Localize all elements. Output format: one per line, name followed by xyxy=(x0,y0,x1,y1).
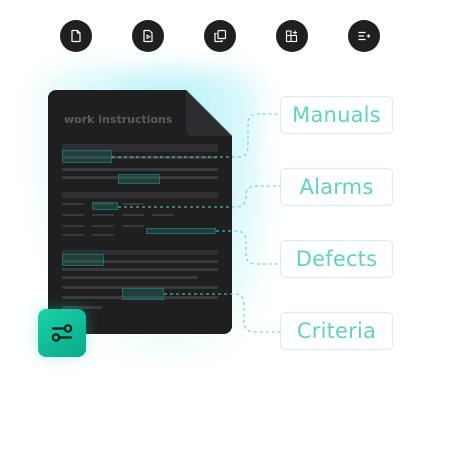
text-line xyxy=(92,234,114,236)
settings-badge[interactable] xyxy=(38,309,86,357)
copy-icon xyxy=(214,29,227,43)
text-line xyxy=(62,225,84,227)
text-line xyxy=(92,203,114,205)
document-title: work instructions xyxy=(64,113,173,126)
document-card: work instructions xyxy=(48,90,232,334)
video-document-icon xyxy=(143,29,153,43)
text-line xyxy=(62,234,84,236)
list-arrow-icon xyxy=(358,31,371,41)
tag-alarms[interactable]: Alarms xyxy=(280,168,393,206)
text-line xyxy=(62,214,84,216)
tag-criteria[interactable]: Criteria xyxy=(280,312,393,350)
highlight-alarms xyxy=(92,202,118,210)
document-icon xyxy=(71,29,81,43)
text-line xyxy=(122,214,144,216)
text-line xyxy=(62,250,218,255)
highlight-manuals xyxy=(62,150,112,163)
highlight-block xyxy=(62,254,104,266)
text-line xyxy=(62,306,102,309)
text-line xyxy=(62,260,218,263)
text-line xyxy=(62,176,218,179)
text-line xyxy=(92,214,114,216)
text-line xyxy=(152,214,174,216)
highlight-criteria xyxy=(122,288,164,300)
document-tool-button[interactable] xyxy=(60,20,92,52)
text-line xyxy=(62,276,198,279)
add-block-tool-button[interactable] xyxy=(276,20,308,52)
settings-sliders-icon xyxy=(51,324,73,342)
text-line xyxy=(122,203,144,205)
text-line xyxy=(62,203,84,205)
text-line xyxy=(62,168,218,171)
text-line xyxy=(62,156,218,159)
highlight-defects xyxy=(146,228,216,234)
highlight-block xyxy=(118,174,160,184)
add-block-icon xyxy=(285,30,298,43)
tag-manuals[interactable]: Manuals xyxy=(280,96,393,134)
text-line xyxy=(62,296,218,299)
text-line xyxy=(62,286,218,289)
tag-defects[interactable]: Defects xyxy=(280,240,393,278)
text-line xyxy=(62,192,218,198)
text-line xyxy=(122,225,144,227)
text-line xyxy=(62,268,218,271)
copy-tool-button[interactable] xyxy=(204,20,236,52)
text-line xyxy=(92,225,114,227)
video-document-tool-button[interactable] xyxy=(132,20,164,52)
list-arrow-tool-button[interactable] xyxy=(348,20,380,52)
